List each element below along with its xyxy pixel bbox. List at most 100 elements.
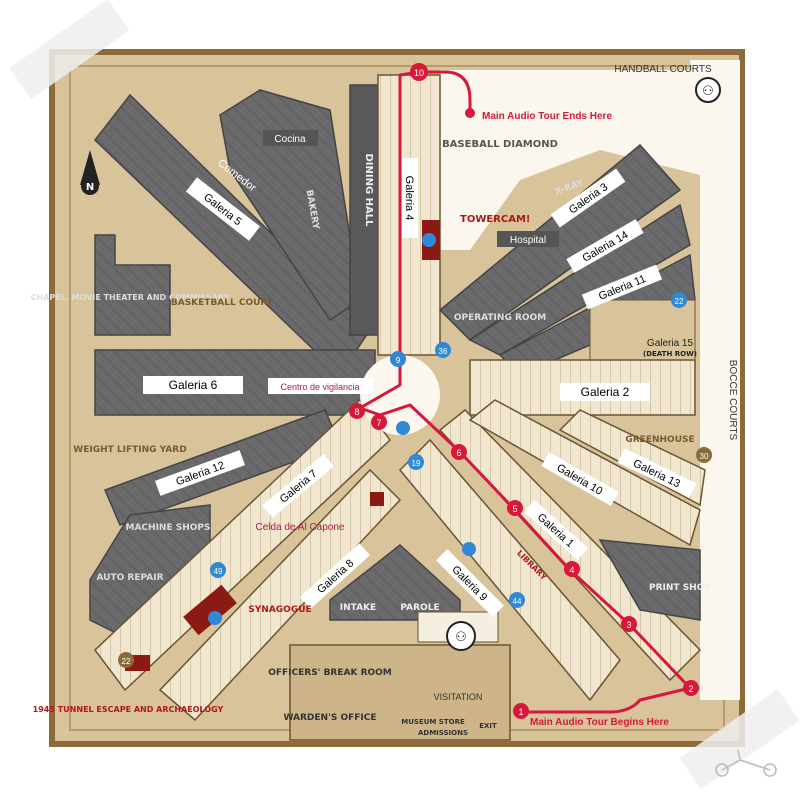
galeria-8-block <box>158 468 402 722</box>
svg-text:44: 44 <box>513 597 522 606</box>
towercam-label: TOWERCAM! <box>460 214 530 225</box>
route-stop-2: 2 <box>683 680 699 696</box>
restroom-icon-lower: ⚇ <box>446 621 476 651</box>
stop-marker-30: 30 <box>696 447 712 463</box>
galeria-15-block <box>589 299 696 361</box>
centro-vigilancia-label: Centro de vigilancia <box>268 378 373 394</box>
stop-marker-9-blue: 9 <box>390 351 406 367</box>
route-stop-7: 7 <box>371 414 387 430</box>
cocina-label: Cocina <box>263 130 318 146</box>
svg-text:19: 19 <box>412 459 421 468</box>
svg-text:4: 4 <box>569 565 574 575</box>
svg-text:1: 1 <box>518 707 523 717</box>
svg-text:10: 10 <box>414 68 424 78</box>
svg-text:⚇: ⚇ <box>702 83 714 98</box>
exit-label: EXIT <box>479 722 497 730</box>
cyclist-icon <box>715 749 777 777</box>
tape-bottom-right <box>679 689 800 790</box>
handball-courts-label: HANDBALL COURTS <box>614 64 712 75</box>
machine-shops-label: MACHINE SHOPS <box>126 523 211 533</box>
audio-tour-route <box>358 70 692 714</box>
galeria-15-label: Galeria 15 <box>647 338 694 349</box>
wardens-office-label: WARDEN'S OFFICE <box>284 713 377 723</box>
blue-marker-towercam <box>422 233 436 247</box>
stop-marker-22-top: 22 <box>671 292 687 308</box>
dining-hall-building <box>349 84 381 336</box>
celda-capone-label: Celda de Al Capone <box>256 522 345 533</box>
route-stop-1: 1 <box>513 703 529 719</box>
route-stop-3: 3 <box>621 616 637 632</box>
stop-marker-36: 36 <box>435 342 451 358</box>
restroom-icon: ⚇ <box>695 77 721 103</box>
galeria-10-block <box>468 399 701 547</box>
galeria-4-label: Galeria 4 <box>402 158 418 238</box>
svg-text:Galeria 4: Galeria 4 <box>403 176 415 221</box>
blue-marker-galeria8 <box>208 611 222 625</box>
stop-marker-49: 49 <box>210 562 226 578</box>
svg-text:3: 3 <box>626 620 631 630</box>
route-stop-6: 6 <box>451 444 467 460</box>
svg-text:30: 30 <box>700 452 709 461</box>
blue-marker-galeria9 <box>462 542 476 556</box>
stop-marker-44: 44 <box>509 592 525 608</box>
weight-lifting-label: WEIGHT LIFTING YARD <box>73 445 186 455</box>
audio-begin-label: Main Audio Tour Begins Here <box>530 717 669 728</box>
intake-parole-roof <box>329 544 461 621</box>
greenhouse-label: GREENHOUSE <box>625 435 694 445</box>
operating-room-label: OPERATING ROOM <box>454 313 546 323</box>
galeria-6-label: Galeria 6 <box>143 376 243 394</box>
compass-letter: N <box>86 182 94 193</box>
svg-text:2: 2 <box>688 684 693 694</box>
auto-repair-label: AUTO REPAIR <box>96 573 163 583</box>
chapel-building <box>94 234 171 336</box>
svg-text:7: 7 <box>376 418 381 428</box>
intake-label: INTAKE <box>340 603 376 613</box>
svg-text:22: 22 <box>122 657 131 666</box>
synagogue-label: SYNAGOGUE <box>248 605 311 615</box>
route-stop-5: 5 <box>507 500 523 516</box>
svg-text:22: 22 <box>675 297 684 306</box>
galeria-9-block <box>398 438 621 702</box>
svg-text:Centro de vigilancia: Centro de vigilancia <box>280 382 359 392</box>
hospital-label: Hospital <box>497 231 559 247</box>
audio-end-label: Main Audio Tour Ends Here <box>482 111 612 122</box>
svg-text:⚇: ⚇ <box>455 629 467 644</box>
svg-text:49: 49 <box>214 567 223 576</box>
svg-text:Galeria 2: Galeria 2 <box>581 385 630 399</box>
admissions-label: ADMISSIONS <box>418 729 468 737</box>
officers-break-label: OFFICERS' BREAK ROOM <box>268 668 392 678</box>
svg-text:Hospital: Hospital <box>510 235 546 246</box>
svg-text:9: 9 <box>396 356 401 365</box>
svg-text:Cocina: Cocina <box>274 134 306 145</box>
svg-text:36: 36 <box>439 347 448 356</box>
route-stop-8: 8 <box>349 403 365 419</box>
stop-marker-19: 19 <box>408 454 424 470</box>
route-stop-4: 4 <box>564 561 580 577</box>
svg-text:8: 8 <box>354 407 359 417</box>
synagogue-room <box>183 584 237 636</box>
tunnel-escape-label: 1945 TUNNEL ESCAPE AND ARCHAEOLOGY <box>33 705 224 714</box>
print-shop-building <box>598 539 701 621</box>
bocce-courts-label: BOCCE COURTS <box>727 360 738 441</box>
stop-marker-22-bottom: 22 <box>118 652 134 668</box>
print-shop-label: PRINT SHOP <box>649 583 711 593</box>
museum-store-label: MUSEUM STORE <box>401 718 465 726</box>
baseball-diamond-label: BASEBALL DIAMOND <box>442 139 558 150</box>
route-end-dot <box>465 108 475 118</box>
blue-marker-hub <box>396 421 410 435</box>
death-row-label: (DEATH ROW) <box>643 350 697 358</box>
tape-top-left <box>9 0 130 100</box>
svg-text:5: 5 <box>512 504 517 514</box>
admin-area <box>289 644 511 741</box>
svg-text:6: 6 <box>456 448 461 458</box>
basketball-court-label: BASKETBALL COURT <box>171 298 274 308</box>
dining-hall-label: DINING HALL <box>363 153 374 227</box>
galeria-2-label: Galeria 2 <box>560 383 650 401</box>
visitation-label: VISITATION <box>434 692 483 702</box>
svg-text:Galeria 6: Galeria 6 <box>169 378 218 392</box>
parole-label: PAROLE <box>400 603 439 613</box>
chapel-label: CHAPEL, MOVIE THEATER AND COMMISSARY <box>31 293 230 302</box>
north-compass-icon: N <box>80 150 100 195</box>
baseball-diamond-area <box>440 70 720 250</box>
route-stop-10: 10 <box>410 63 428 81</box>
